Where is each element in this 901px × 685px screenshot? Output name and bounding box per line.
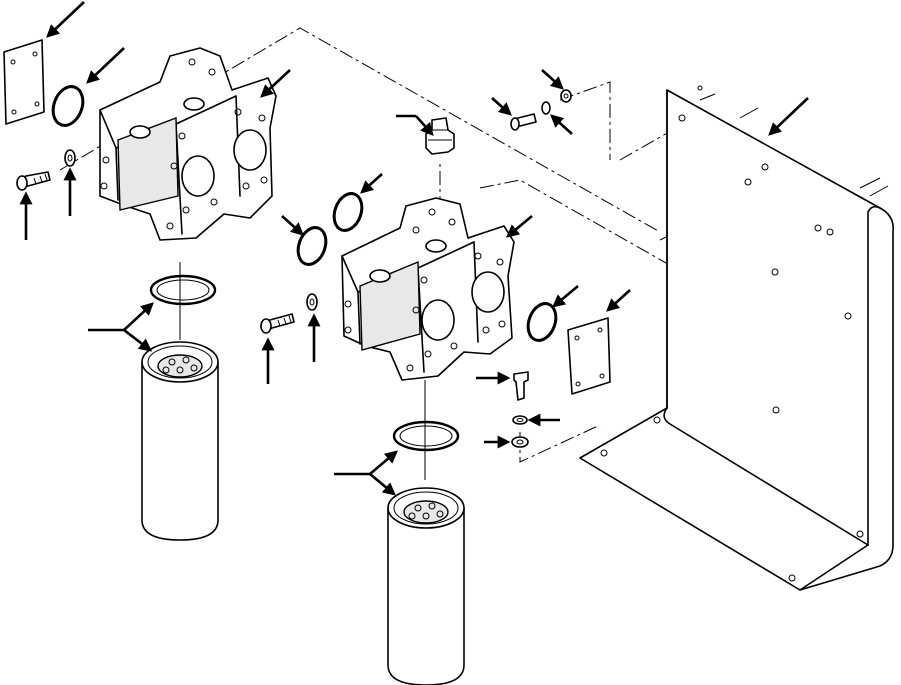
filter-cartridge-left	[141, 341, 219, 541]
washer-bottom-2	[511, 436, 529, 448]
bolt-bottom	[513, 371, 529, 401]
callout-arrow-cover-plate-right	[606, 289, 631, 312]
washer-top-2	[560, 89, 572, 103]
o-ring-right	[526, 302, 558, 342]
bracket-holes	[600, 85, 864, 582]
filter-head-left-bolt-holes	[100, 58, 268, 230]
callout-arrow-gasket-left	[123, 302, 154, 331]
callout-arrow-gasket-right	[369, 450, 398, 475]
o-ring-mid-2	[332, 192, 364, 232]
bolt-right	[260, 313, 295, 334]
cover-plate-left	[3, 39, 45, 125]
callout-arrow-o-ring-mid-2	[360, 173, 383, 194]
o-ring-mid-1	[296, 226, 328, 266]
filter-head-left	[99, 47, 277, 241]
callout-arrow-bolt-top	[491, 97, 512, 116]
o-ring-left-top	[51, 85, 85, 127]
callout-arrow-filter-head-right	[506, 215, 533, 238]
filter-cartridge-right	[387, 487, 465, 685]
washer-bottom-1	[512, 415, 528, 425]
callout-arrow-cartridge-right	[369, 473, 396, 496]
callout-arrow-o-ring-left	[86, 47, 125, 84]
callout-arrow-fitting	[415, 115, 434, 136]
callout-arrow-washer-top-1	[550, 114, 573, 135]
callout-arrow-washer-top-2	[541, 69, 564, 90]
callout-arrow-cartridge-left	[123, 328, 153, 352]
gasket-right	[392, 420, 460, 452]
fitting	[425, 117, 455, 155]
washer-right	[306, 293, 318, 311]
washer-top-1	[541, 101, 551, 115]
bolt-top	[510, 113, 537, 131]
callout-arrow-filter-head-left	[260, 69, 291, 98]
gasket-left	[149, 274, 217, 306]
filter-head-right-bolt-holes	[344, 208, 506, 372]
callout-arrows	[19, 1, 809, 496]
callout-arrow-cover-plate-left	[46, 1, 85, 38]
callout-arrow-o-ring-mid-1	[281, 215, 304, 236]
callout-arrow-mounting-bracket	[768, 97, 809, 136]
washer-left	[64, 149, 76, 167]
callout-arrow-o-ring-right	[552, 285, 579, 308]
mounting-bracket	[579, 85, 895, 591]
filter-head-right	[341, 197, 515, 381]
cover-plate-right	[567, 317, 611, 395]
bolt-left	[16, 171, 51, 191]
